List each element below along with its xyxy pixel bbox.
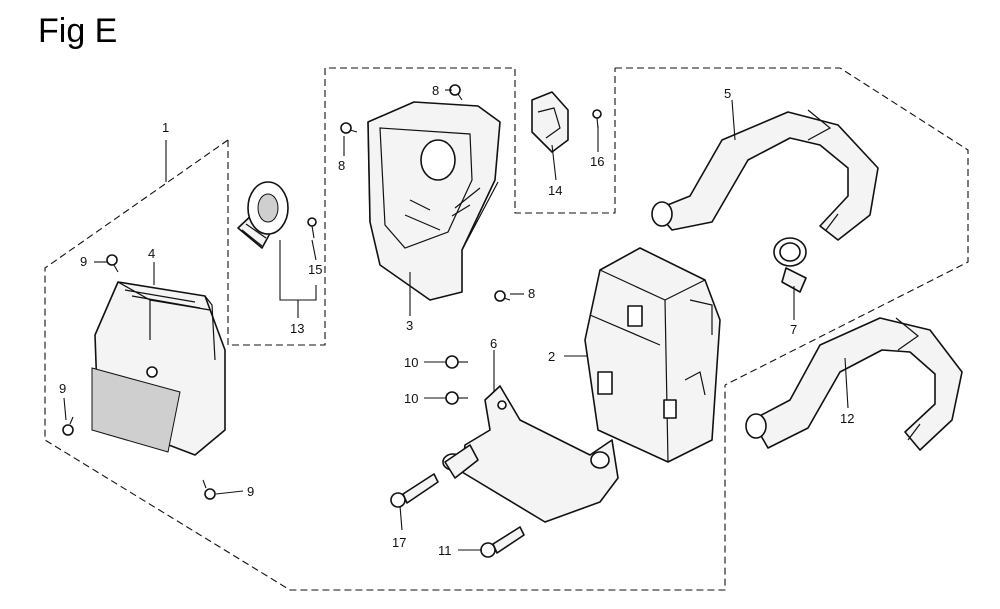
leader-lines: [63, 89, 849, 551]
bolt-11: [480, 526, 525, 558]
callout-12: 12: [840, 411, 854, 426]
bolt-17: [390, 473, 439, 508]
callout-1: 1: [162, 120, 169, 135]
group-boundaries: [44, 67, 969, 591]
bolt-8a: [449, 84, 463, 101]
callout-4: 4: [148, 246, 155, 261]
callout-15: 15: [308, 262, 322, 277]
part-6-bracket: [442, 385, 619, 523]
bolt-10a: [445, 355, 468, 369]
bolt-9a: [106, 254, 119, 273]
callout-8c: 8: [528, 286, 535, 301]
callout-10a: 10: [404, 355, 418, 370]
group-pipes-boundary: [615, 67, 969, 386]
part-15-screw: [307, 217, 317, 239]
bolt-9b: [62, 416, 74, 436]
part-2-muffler: [584, 247, 721, 463]
callout-13: 13: [290, 321, 304, 336]
fasteners: [62, 84, 525, 558]
callout-17: 17: [392, 535, 406, 550]
callout-10b: 10: [404, 391, 418, 406]
part-3-muffler-cover: [367, 101, 501, 301]
group-13-boundary: [227, 67, 616, 346]
callout-7: 7: [790, 322, 797, 337]
part-5-exhaust-pipe: [651, 109, 879, 241]
part-16-screw: [592, 109, 602, 129]
bolt-8b: [340, 122, 358, 134]
callout-labels: 1 2 3 4 5 6 7 8 8 8 9 9 9 10 10 11 12 13…: [59, 83, 854, 558]
part-4-protector: [91, 281, 226, 456]
callout-9a: 9: [80, 254, 87, 269]
callout-2: 2: [548, 349, 555, 364]
callout-6: 6: [490, 336, 497, 351]
bolt-10b: [445, 391, 468, 405]
callout-5: 5: [724, 86, 731, 101]
part-13-guide-plate: [237, 181, 289, 249]
callout-14: 14: [548, 183, 562, 198]
callout-9c: 9: [247, 484, 254, 499]
callout-8b: 8: [338, 158, 345, 173]
callout-11: 11: [438, 543, 452, 558]
part-12-exhaust-pipe: [745, 317, 963, 451]
callout-8a: 8: [432, 83, 439, 98]
figure-title: Fig E: [38, 12, 118, 50]
callout-16: 16: [590, 154, 604, 169]
part-7-clamp: [773, 237, 807, 293]
part-14-seal: [531, 91, 569, 153]
callout-9b: 9: [59, 381, 66, 396]
bolt-9c: [202, 479, 216, 500]
bolt-8c: [494, 290, 511, 302]
callout-3: 3: [406, 318, 413, 333]
